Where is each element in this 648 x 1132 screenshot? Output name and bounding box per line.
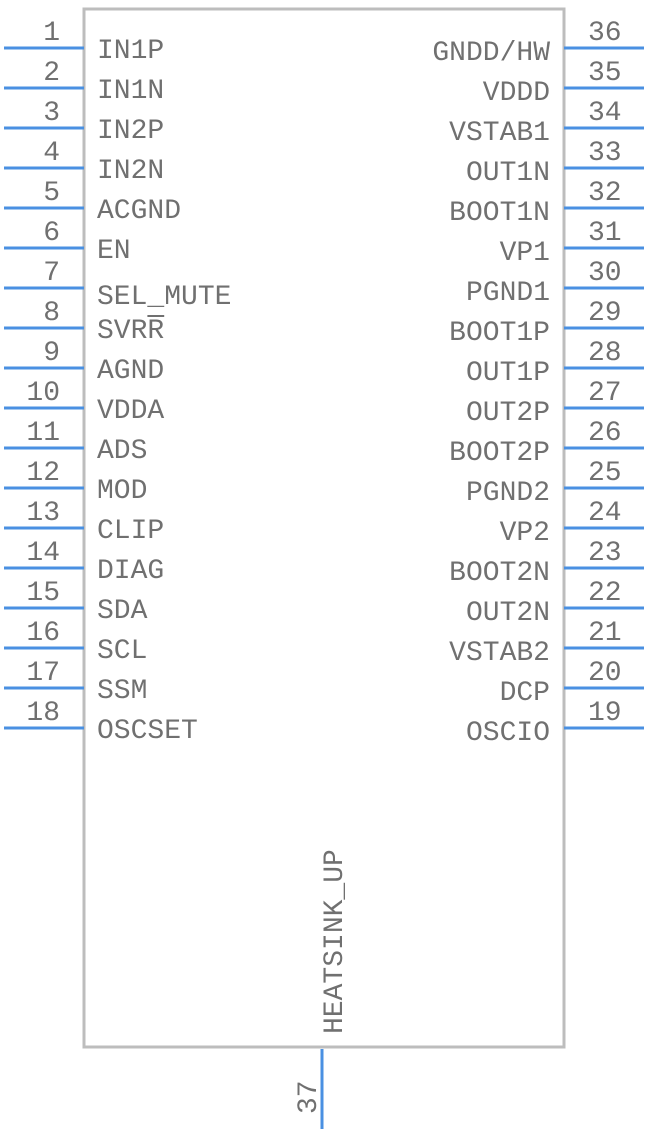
pin-number-23: 23 <box>588 538 622 569</box>
pin-number-8: 8 <box>43 298 60 329</box>
pin-name-mod: MOD <box>97 476 147 507</box>
pin-name-vstab1: VSTAB1 <box>449 118 550 149</box>
pin-name-oscio: OSCIO <box>466 718 550 749</box>
pin-name-vstab2: VSTAB2 <box>449 638 550 669</box>
pin-number-6: 6 <box>43 218 60 249</box>
pin-number-25: 25 <box>588 458 622 489</box>
pin-number-22: 22 <box>588 578 622 609</box>
pin-number-1: 1 <box>43 18 60 49</box>
pin-number-11: 11 <box>26 418 60 449</box>
pin-number-37: 37 <box>294 1080 325 1114</box>
pin-name-in2p: IN2P <box>97 116 164 147</box>
pin-name-en: EN <box>97 236 131 267</box>
pin-name-heatsink-up: HEATSINK_UP <box>320 849 351 1034</box>
pin-number-21: 21 <box>588 618 622 649</box>
pin-name-boot2p: BOOT2P <box>449 438 550 469</box>
pin-number-31: 31 <box>588 218 622 249</box>
pin-number-32: 32 <box>588 178 622 209</box>
pin-name-svrr: SVRR <box>97 316 164 347</box>
bottom-pin-group: 37 HEATSINK_UP <box>294 849 351 1129</box>
pin-number-18: 18 <box>26 698 60 729</box>
pin-name-gndd-hw: GNDD/HW <box>432 38 550 69</box>
pin-name-out2n: OUT2N <box>466 598 550 629</box>
pin-name-agnd: AGND <box>97 356 164 387</box>
pin-number-14: 14 <box>26 538 60 569</box>
pin-name-vp1: VP1 <box>500 238 550 269</box>
pin-name-boot2n: BOOT2N <box>449 558 550 589</box>
pin-name-acgnd: ACGND <box>97 196 181 227</box>
pin-number-34: 34 <box>588 98 622 129</box>
pin-name-diag: DIAG <box>97 556 164 587</box>
pin-number-10: 10 <box>26 378 60 409</box>
pin-number-5: 5 <box>43 178 60 209</box>
pin-number-13: 13 <box>26 498 60 529</box>
pin-name-out1p: OUT1P <box>466 358 550 389</box>
pin-number-27: 27 <box>588 378 622 409</box>
pin-number-35: 35 <box>588 58 622 89</box>
pin-number-15: 15 <box>26 578 60 609</box>
pin-number-30: 30 <box>588 258 622 289</box>
pin-name-vp2: VP2 <box>500 518 550 549</box>
pin-name-clip: CLIP <box>97 516 164 547</box>
pin-number-17: 17 <box>26 658 60 689</box>
pin-name-sda: SDA <box>97 596 148 627</box>
pin-number-19: 19 <box>588 698 622 729</box>
pin-name-dcp: DCP <box>500 678 550 709</box>
pin-number-36: 36 <box>588 18 622 49</box>
pin-name-ads: ADS <box>97 436 147 467</box>
pin-name-vdda: VDDA <box>97 396 164 427</box>
pin-number-20: 20 <box>588 658 622 689</box>
pin-name-pgnd2: PGND2 <box>466 478 550 509</box>
pin-number-2: 2 <box>43 58 60 89</box>
pin-name-oscset: OSCSET <box>97 716 198 747</box>
pin-number-29: 29 <box>588 298 622 329</box>
pin-number-4: 4 <box>43 138 60 169</box>
pin-name-sel-mute: SEL_MUTE <box>97 282 231 313</box>
pin-number-7: 7 <box>43 258 60 289</box>
pin-number-26: 26 <box>588 418 622 449</box>
pin-name-boot1p: BOOT1P <box>449 318 550 349</box>
pin-name-in1n: IN1N <box>97 76 164 107</box>
pin-name-ssm: SSM <box>97 676 147 707</box>
pin-name-in1p: IN1P <box>97 36 164 67</box>
pin-name-scl: SCL <box>97 636 147 667</box>
pin-number-3: 3 <box>43 98 60 129</box>
pin-number-28: 28 <box>588 338 622 369</box>
pin-number-12: 12 <box>26 458 60 489</box>
pin-name-in2n: IN2N <box>97 156 164 187</box>
pin-name-vddd: VDDD <box>483 78 550 109</box>
pin-number-9: 9 <box>43 338 60 369</box>
pin-number-33: 33 <box>588 138 622 169</box>
pin-number-24: 24 <box>588 498 622 529</box>
pin-name-out1n: OUT1N <box>466 158 550 189</box>
pin-name-out2p: OUT2P <box>466 398 550 429</box>
pin-name-boot1n: BOOT1N <box>449 198 550 229</box>
pin-number-16: 16 <box>26 618 60 649</box>
pin-name-pgnd1: PGND1 <box>466 278 550 309</box>
